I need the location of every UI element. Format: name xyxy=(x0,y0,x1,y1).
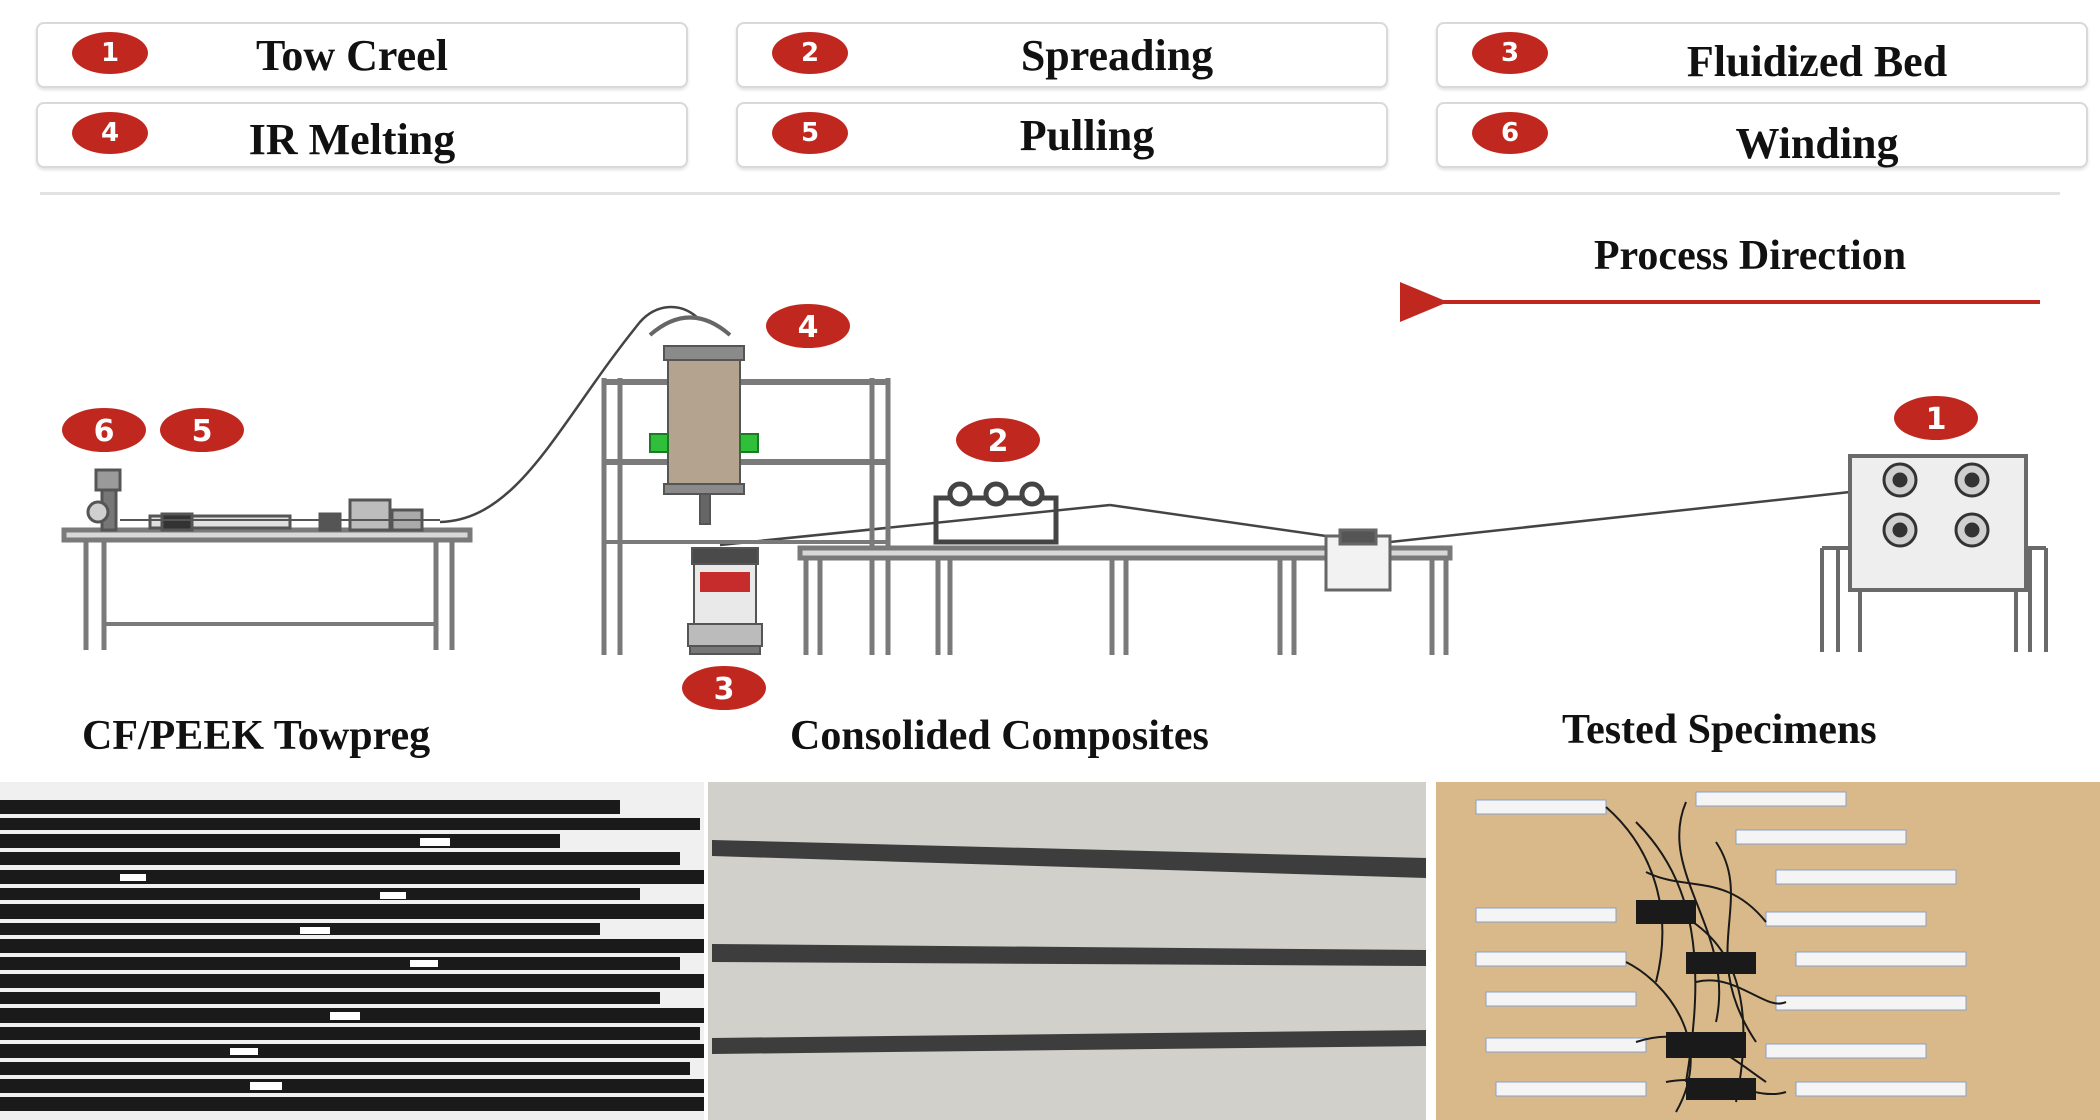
towpreg-strips xyxy=(0,782,704,1120)
marker-5: 5 xyxy=(160,408,244,452)
tested-specimens-visual xyxy=(1436,782,2100,1120)
tow-creel xyxy=(1820,454,2048,652)
marker-4: 4 xyxy=(766,304,850,348)
marker-3: 3 xyxy=(682,666,766,710)
fluidized-bed xyxy=(687,547,763,655)
spreading-unit xyxy=(933,481,1059,545)
legend-item-ir-melting: 4 IR Melting xyxy=(36,102,688,168)
legend-label: Tow Creel xyxy=(256,31,448,80)
legend-item-fluidized-bed: 3 Fluidized Bed xyxy=(1436,22,2088,88)
caption-towpreg: CF/PEEK Towpreg xyxy=(82,713,431,759)
legend-badge: 1 xyxy=(72,32,148,74)
winding-pulling-table xyxy=(61,527,473,650)
winder-device xyxy=(86,468,440,532)
marker-label: 1 xyxy=(1926,402,1947,437)
marker-2: 2 xyxy=(956,418,1040,462)
legend-badge: 3 xyxy=(1472,32,1548,74)
legend-item-tow-creel: 1 Tow Creel xyxy=(36,22,688,88)
marker-label: 3 xyxy=(714,672,735,707)
tension-unit xyxy=(1324,528,1392,592)
legend-label: Winding xyxy=(1735,119,1899,168)
tested-specimens-photo xyxy=(1436,782,2100,1120)
marker-1: 1 xyxy=(1894,396,1978,440)
caption-tested: Tested Specimens xyxy=(1562,707,1877,753)
towpreg-photo xyxy=(0,782,704,1120)
process-direction-label: Process Direction xyxy=(1593,233,1907,279)
legend-badge: 2 xyxy=(772,32,848,74)
legend-item-winding: 6 Winding xyxy=(1436,102,2088,168)
legend-badge: 5 xyxy=(772,112,848,154)
consolidated-strips xyxy=(708,782,1426,1120)
main-table xyxy=(797,545,1453,655)
marker-label: 2 xyxy=(988,424,1009,459)
creel-spools xyxy=(1882,462,1990,548)
marker-label: 4 xyxy=(798,310,819,345)
legend-label: Fluidized Bed xyxy=(1686,37,1948,86)
consolidated-photo xyxy=(708,782,1426,1120)
marker-label: 5 xyxy=(192,414,213,449)
tow-path xyxy=(439,305,1851,547)
ir-melting-tower xyxy=(601,378,891,655)
caption-consolidated: Consolided Composites xyxy=(790,713,1209,759)
legend-label: Pulling xyxy=(1019,111,1155,160)
legend-item-spreading: 2 Spreading xyxy=(736,22,1388,88)
legend-badge: 6 xyxy=(1472,112,1548,154)
legend-badge: 4 xyxy=(72,112,148,154)
legend-item-pulling: 5 Pulling xyxy=(736,102,1388,168)
legend-label: Spreading xyxy=(1020,31,1214,80)
legend-divider xyxy=(40,192,2060,195)
process-line-diagram: 6 5 4 2 1 3 xyxy=(61,282,2048,710)
marker-label: 6 xyxy=(94,414,115,449)
legend-label: IR Melting xyxy=(248,115,456,164)
ir-heater xyxy=(648,315,759,525)
marker-6: 6 xyxy=(62,408,146,452)
